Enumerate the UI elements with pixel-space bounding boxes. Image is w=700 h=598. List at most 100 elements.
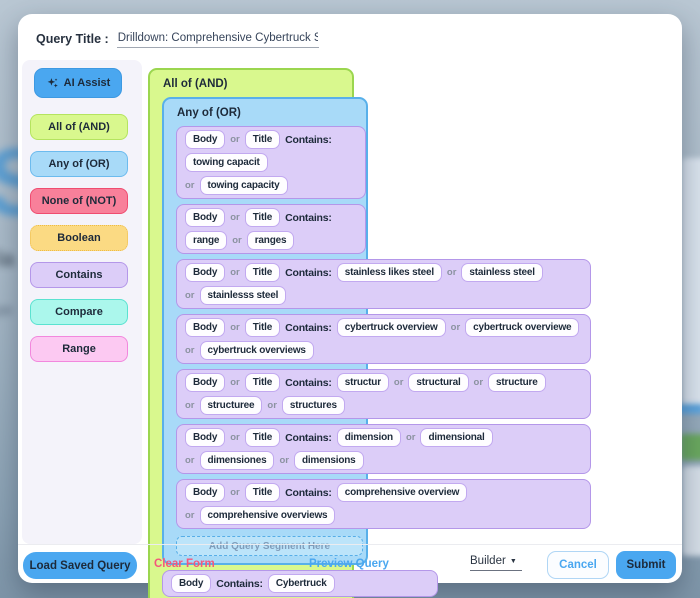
field-pill[interactable]: Title bbox=[244, 373, 281, 392]
segment-palette-sidebar: AI Assist All of (AND) Any of (OR) None … bbox=[22, 60, 142, 544]
field-pill[interactable]: Body bbox=[185, 483, 226, 502]
term-pill[interactable]: stainlesss steel bbox=[199, 286, 287, 305]
ai-assist-button[interactable]: AI Assist bbox=[34, 68, 122, 98]
term-pill[interactable]: cybertruck overview bbox=[336, 318, 446, 337]
field-pill[interactable]: Title bbox=[244, 130, 281, 149]
dialog-body: AI Assist All of (AND) Any of (OR) None … bbox=[18, 58, 682, 598]
query-title-input[interactable] bbox=[116, 30, 319, 48]
term-pill[interactable]: range bbox=[185, 231, 228, 250]
contains-operator-label: Contains: bbox=[285, 321, 332, 334]
palette-item-contains[interactable]: Contains bbox=[30, 262, 128, 288]
palette-item-all-of-and[interactable]: All of (AND) bbox=[30, 114, 128, 140]
palette-item-compare[interactable]: Compare bbox=[30, 299, 128, 325]
or-term-pair: or Title bbox=[230, 263, 281, 282]
ai-assist-label: AI Assist bbox=[63, 77, 111, 89]
backdrop-text-fragment: la bbox=[0, 246, 15, 271]
sparkles-icon bbox=[47, 77, 58, 88]
term-pill[interactable]: dimensions bbox=[293, 451, 364, 470]
term-pill[interactable]: dimension bbox=[336, 428, 401, 447]
or-term-pair: or Title bbox=[230, 483, 281, 502]
preview-query-link[interactable]: Preview Query bbox=[309, 558, 389, 570]
palette-item-boolean[interactable]: Boolean bbox=[30, 225, 128, 251]
backdrop-card-fragment bbox=[682, 466, 700, 556]
palette-item-any-of-or[interactable]: Any of (OR) bbox=[30, 151, 128, 177]
or-connector: or bbox=[393, 377, 404, 388]
or-connector: or bbox=[185, 400, 195, 411]
or-term-pair: or comprehensive overviews bbox=[185, 506, 336, 525]
palette-item-label: All of (AND) bbox=[48, 121, 110, 133]
field-pill[interactable]: Body bbox=[185, 373, 226, 392]
term-pill[interactable]: Cybertruck bbox=[267, 574, 335, 593]
submit-button[interactable]: Submit bbox=[616, 551, 676, 579]
term-pill[interactable]: stainless steel bbox=[461, 263, 543, 282]
load-saved-query-button[interactable]: Load Saved Query bbox=[23, 552, 137, 579]
or-connector: or bbox=[185, 455, 195, 466]
contains-operator-label: Contains: bbox=[216, 577, 263, 590]
field-pill[interactable]: Body bbox=[185, 428, 226, 447]
field-pill[interactable]: Body bbox=[185, 208, 226, 227]
field-pill[interactable]: Title bbox=[244, 428, 281, 447]
palette-item-range[interactable]: Range bbox=[30, 336, 128, 362]
or-term-pair: or dimensional bbox=[406, 428, 493, 447]
or-term-pair: or structural bbox=[394, 373, 469, 392]
clear-form-link[interactable]: Clear Form bbox=[154, 558, 215, 570]
or-connector: or bbox=[279, 455, 289, 466]
add-query-segment-dropzone-or[interactable]: Add Query Segment Here bbox=[176, 536, 363, 556]
or-connector: or bbox=[446, 267, 457, 278]
term-pill[interactable]: structural bbox=[408, 373, 469, 392]
term-pill[interactable]: comprehensive overviews bbox=[199, 506, 336, 525]
backdrop-text-fragment: pe bbox=[0, 302, 13, 319]
field-pill[interactable]: Body bbox=[185, 318, 226, 337]
or-connector: or bbox=[230, 212, 240, 223]
mode-selector-dropdown[interactable]: Builder ▼ bbox=[470, 555, 522, 571]
palette-item-none-of-not[interactable]: None of (NOT) bbox=[30, 188, 128, 214]
or-connector: or bbox=[185, 510, 195, 521]
term-pill[interactable]: dimensiones bbox=[199, 451, 275, 470]
term-pill[interactable]: stainless likes steel bbox=[336, 263, 442, 282]
or-connector: or bbox=[230, 267, 240, 278]
contains-operator-label: Contains: bbox=[285, 486, 332, 499]
contains-operator-label: Contains: bbox=[285, 266, 332, 279]
field-pill[interactable]: Title bbox=[244, 483, 281, 502]
term-pill[interactable]: towing capacit bbox=[185, 153, 268, 172]
or-term-pair: or Title bbox=[230, 208, 281, 227]
field-pill[interactable]: Body bbox=[185, 130, 226, 149]
query-row-body-contains: Body Contains: Cybertruck bbox=[162, 570, 438, 597]
term-pill[interactable]: structure bbox=[488, 373, 546, 392]
backdrop-card-fragment bbox=[682, 158, 700, 408]
field-pill[interactable]: Body bbox=[171, 574, 212, 593]
contains-operator-label: Contains: bbox=[285, 133, 332, 146]
or-connector: or bbox=[230, 134, 240, 145]
term-pill[interactable]: cybertruck overviews bbox=[199, 341, 314, 360]
or-connector: or bbox=[230, 487, 240, 498]
term-pill[interactable]: cybertruck overviewe bbox=[465, 318, 580, 337]
field-pill[interactable]: Title bbox=[244, 208, 281, 227]
query-builder-dialog: Query Title : AI Assist All of (AND) Any… bbox=[18, 14, 682, 598]
term-pill[interactable]: ranges bbox=[246, 231, 295, 250]
term-pill[interactable]: towing capacity bbox=[199, 176, 288, 195]
or-term-pair: or cybertruck overviews bbox=[185, 341, 314, 360]
term-pill[interactable]: comprehensive overview bbox=[336, 483, 468, 502]
term-pill[interactable]: structur bbox=[336, 373, 389, 392]
or-connector: or bbox=[230, 432, 240, 443]
or-connector: or bbox=[185, 345, 195, 356]
field-pill[interactable]: Title bbox=[244, 263, 281, 282]
or-connector: or bbox=[185, 290, 195, 301]
term-pill[interactable]: structuree bbox=[199, 396, 263, 415]
or-connector: or bbox=[405, 432, 416, 443]
or-term-pair: or structuree bbox=[185, 396, 263, 415]
term-pill[interactable]: dimensional bbox=[420, 428, 493, 447]
cancel-button[interactable]: Cancel bbox=[547, 551, 609, 579]
term-pill[interactable]: structures bbox=[281, 396, 345, 415]
field-pill[interactable]: Body bbox=[185, 263, 226, 282]
field-pill[interactable]: Title bbox=[244, 318, 281, 337]
palette-item-label: None of (NOT) bbox=[41, 195, 117, 207]
